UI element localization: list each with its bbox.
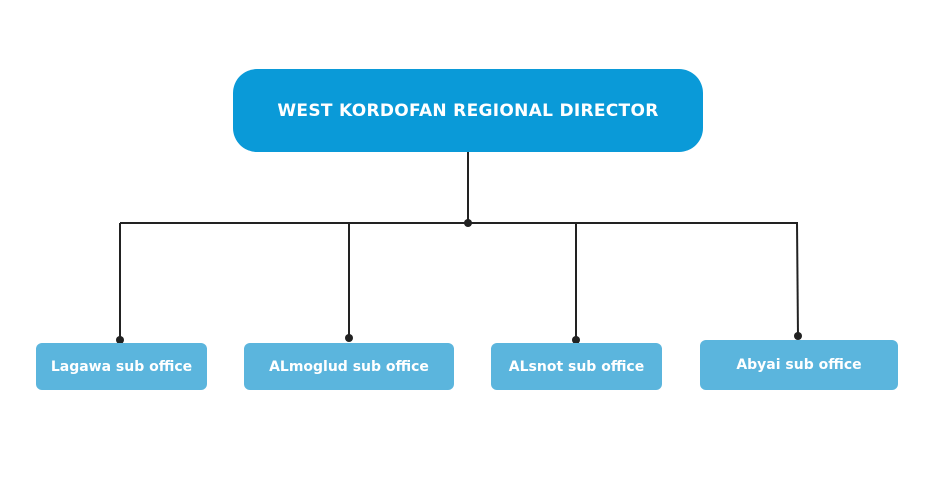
endpoint-dot-almoglud [345, 334, 353, 342]
endpoint-dot-abyai [794, 332, 802, 340]
junction-dot [464, 219, 472, 227]
child-node-label-alsnot: ALsnot sub office [508, 358, 645, 375]
root-node-regional-director: WEST KORDOFAN REGIONAL DIRECTOR [233, 69, 703, 152]
child-node-alsnot: ALsnot sub office [491, 343, 662, 390]
child-node-label-abyai: Abyai sub office [736, 357, 862, 373]
branch-line-abyai [796, 222, 799, 337]
endpoint-dot-alsnot [572, 336, 580, 344]
root-node-label: WEST KORDOFAN REGIONAL DIRECTOR [277, 100, 659, 121]
child-node-lagawa: Lagawa sub office [36, 343, 207, 390]
child-node-almoglud: ALmoglud sub office [244, 343, 454, 390]
child-node-label-almoglud: ALmoglud sub office [269, 358, 429, 375]
child-node-label-lagawa: Lagawa sub office [50, 358, 193, 375]
child-node-abyai: Abyai sub office [700, 340, 898, 390]
endpoint-dot-lagawa [116, 336, 124, 344]
